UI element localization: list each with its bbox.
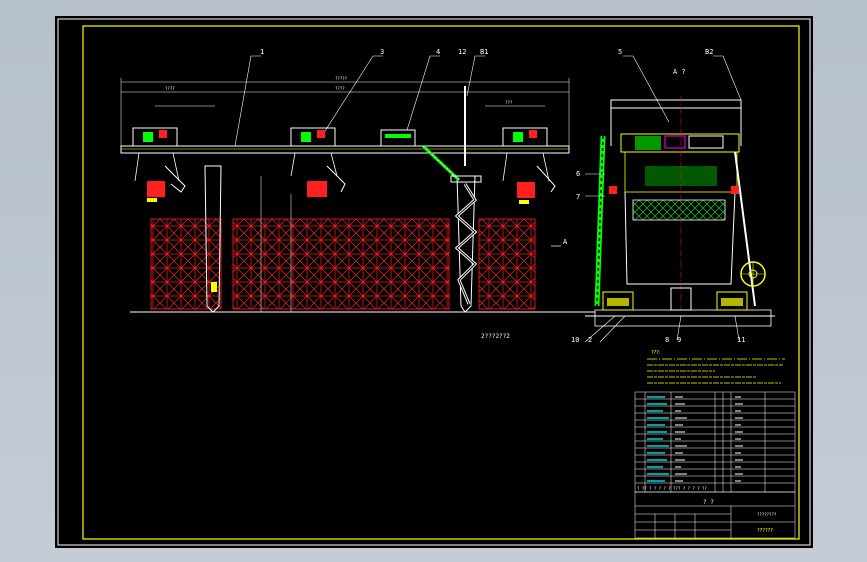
main-girder bbox=[120, 145, 570, 154]
trolley-right bbox=[502, 127, 556, 204]
container-stack bbox=[150, 218, 222, 310]
inner-frame bbox=[82, 25, 800, 540]
callout-label: 9 bbox=[677, 336, 681, 344]
drawing-code: ???????? bbox=[757, 512, 777, 517]
callout-label: 3 bbox=[380, 48, 384, 56]
dimension-text: ????? bbox=[335, 76, 348, 81]
dimension-text: ???? bbox=[335, 86, 345, 91]
bom-table bbox=[634, 391, 796, 539]
operator-cabin bbox=[380, 129, 416, 147]
callout-label: 4 bbox=[436, 48, 440, 56]
callout-label: 7 bbox=[576, 193, 580, 201]
trolley-left bbox=[132, 127, 186, 202]
trolley-middle bbox=[290, 127, 346, 197]
bom-footer-text: ? ?? ? ? ? ? ? ??? ? ? ? ? ?? bbox=[637, 486, 707, 491]
notes-title: ???: bbox=[651, 350, 661, 356]
view-title: A ? bbox=[673, 68, 686, 76]
callout-label: 1 bbox=[260, 48, 264, 56]
bom-row-text bbox=[647, 396, 743, 482]
dimension-text: ??? bbox=[505, 100, 513, 105]
gantry-crane-drawing: 1 3 4 12 B1 ????? ???? ???? ??? A 2???2?… bbox=[57, 18, 811, 546]
callout-label: 11 bbox=[737, 336, 745, 344]
callout-label: 8 bbox=[665, 336, 669, 344]
callout-label: B2 bbox=[705, 48, 713, 56]
container-stack bbox=[232, 218, 450, 310]
outer-frame bbox=[57, 18, 811, 546]
view-marker: A bbox=[563, 238, 568, 246]
technical-notes: ???: bbox=[647, 350, 785, 384]
drawing-title: ? ? bbox=[703, 499, 714, 506]
callout-label: 2 bbox=[588, 336, 592, 344]
support-leg bbox=[204, 165, 222, 313]
container-stack bbox=[478, 218, 536, 310]
callout-label: B1 bbox=[480, 48, 488, 56]
callout-label: 5 bbox=[618, 48, 622, 56]
callout-label: 10 bbox=[571, 336, 579, 344]
side-elevation-a: 5 B2 A ? 6 7 10 2 8 9 11 bbox=[571, 48, 775, 344]
scale-note: 2???2??2 bbox=[481, 333, 510, 340]
dimension-text: ???? bbox=[165, 86, 175, 91]
front-elevation: 1 3 4 12 B1 ????? ???? ???? ??? A 2???2?… bbox=[120, 48, 595, 340]
drawing-sheet[interactable]: 1 3 4 12 B1 ????? ???? ???? ??? A 2???2?… bbox=[55, 16, 813, 548]
callout-label: 6 bbox=[576, 170, 580, 178]
company-name: ?????? bbox=[757, 528, 773, 534]
callout-label: 12 bbox=[458, 48, 466, 56]
